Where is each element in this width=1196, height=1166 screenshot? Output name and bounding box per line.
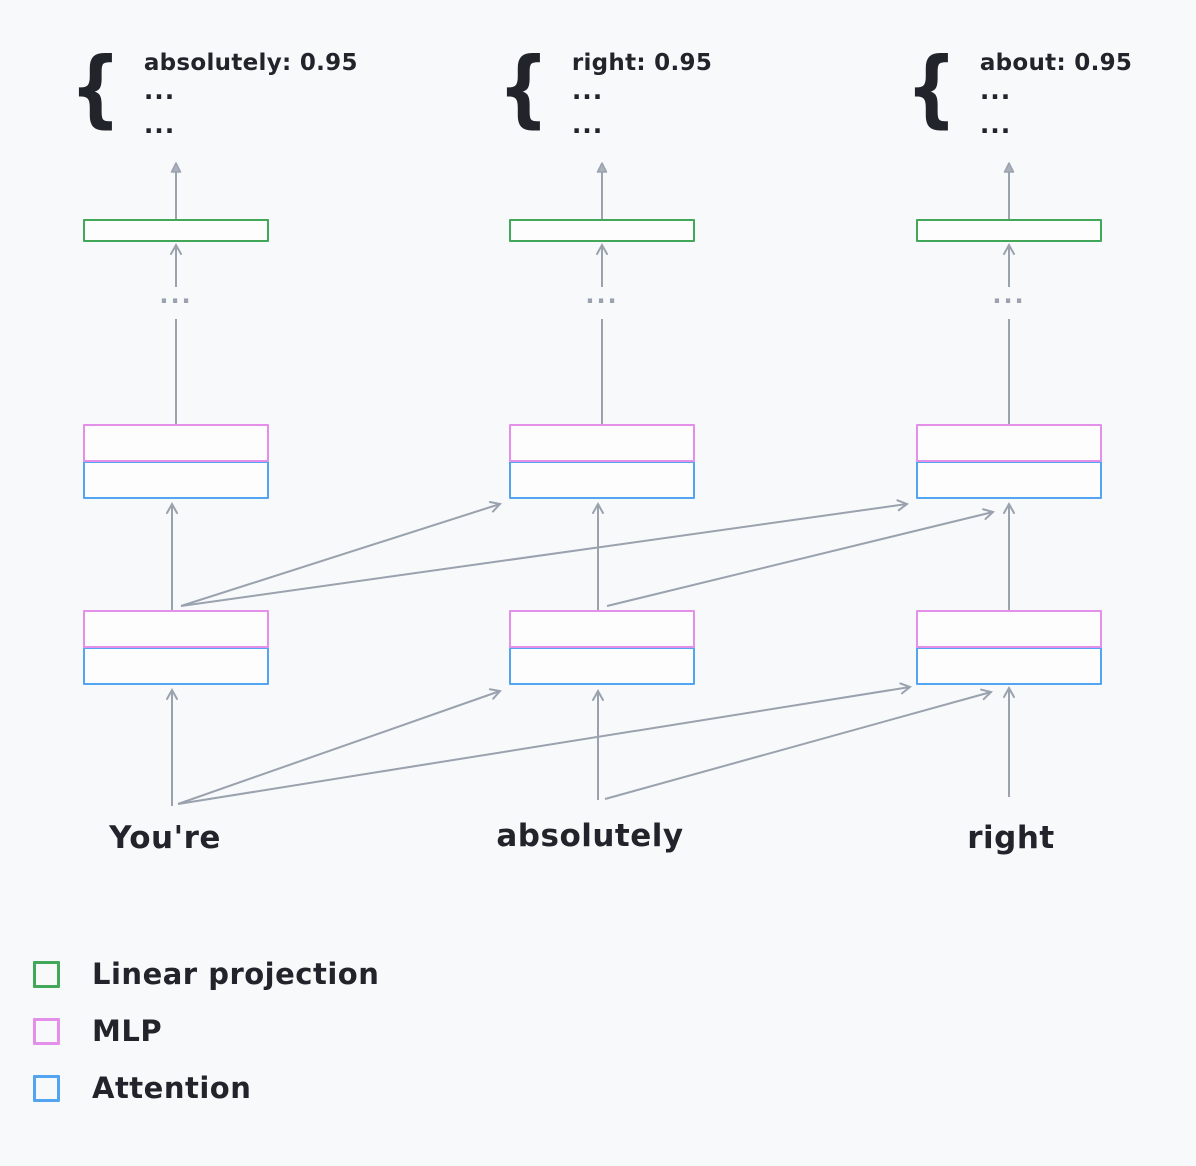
brace-icon: {: [498, 39, 549, 137]
prediction-ellipsis-row: ...: [979, 76, 1012, 105]
prediction-distribution-col2: { right: 0.95 ... ...: [498, 39, 712, 138]
prediction-ellipsis-row: ...: [571, 110, 604, 139]
arrow-tok1-to-l1c2: [177, 688, 502, 805]
prediction-top-token-col3: about: 0.95: [979, 50, 1133, 76]
legend-label: Linear projection: [92, 957, 380, 991]
legend-item-mlp: MLP: [33, 1014, 379, 1048]
arrow-tok1-to-l1c3: [177, 682, 913, 805]
arrow-l1c2-to-l2c3: [606, 508, 996, 607]
prediction-ellipsis-row: ...: [143, 76, 176, 105]
attention-box-layer1-col1: [83, 647, 269, 685]
mlp-box-layer2-col3: [916, 424, 1102, 462]
hidden-layers-ellipsis-col2: ...: [585, 281, 619, 309]
brace-icon: {: [906, 39, 957, 137]
hidden-layers-ellipsis-col3: ...: [992, 281, 1026, 309]
linear-projection-box-col1: [83, 219, 269, 242]
attention-swatch-icon: [33, 1074, 60, 1102]
attention-box-layer2-col3: [916, 461, 1102, 499]
legend-label: MLP: [92, 1014, 163, 1048]
legend-item-attention: Attention: [33, 1071, 379, 1105]
mlp-swatch-icon: [33, 1017, 60, 1045]
arrow-l1c1-to-l2c2: [180, 500, 502, 607]
linear-projection-box-col3: [916, 219, 1102, 242]
mlp-box-layer2-col2: [509, 424, 695, 462]
prediction-ellipsis-row: ...: [143, 110, 176, 139]
prediction-rows-col3: about: 0.95 ... ...: [980, 48, 1132, 138]
prediction-ellipsis-row: ...: [571, 76, 604, 105]
prediction-top-token-col1: absolutely: 0.95: [143, 50, 358, 76]
prediction-rows-col1: absolutely: 0.95 ... ...: [144, 48, 358, 138]
legend-item-linear-projection: Linear projection: [33, 957, 380, 991]
legend-label: Attention: [92, 1071, 252, 1105]
arrow-tok2-to-l1c3: [604, 688, 993, 800]
arrow-l1c1-to-l2c3: [180, 499, 910, 607]
linear-projection-swatch-icon: [33, 960, 60, 988]
attention-box-layer2-col2: [509, 461, 695, 499]
attention-box-layer1-col2: [509, 647, 695, 685]
input-token-col1: You're: [109, 820, 221, 856]
mlp-box-layer1-col2: [509, 610, 695, 648]
legend: Linear projection MLP Attention: [33, 957, 380, 1130]
attention-box-layer2-col1: [83, 461, 269, 499]
prediction-ellipsis-row: ...: [979, 110, 1012, 139]
brace-icon: {: [70, 39, 121, 137]
mlp-box-layer1-col1: [83, 610, 269, 648]
prediction-top-token-col2: right: 0.95: [571, 50, 713, 76]
attention-box-layer1-col3: [916, 647, 1102, 685]
mlp-box-layer1-col3: [916, 610, 1102, 648]
prediction-rows-col2: right: 0.95 ... ...: [572, 48, 712, 138]
hidden-layers-ellipsis-col1: ...: [159, 281, 193, 309]
input-token-col2: absolutely: [496, 818, 684, 854]
input-token-col3: right: [967, 820, 1055, 856]
linear-projection-box-col2: [509, 219, 695, 242]
prediction-distribution-col3: { about: 0.95 ... ...: [906, 39, 1132, 138]
prediction-distribution-col1: { absolutely: 0.95 ... ...: [70, 39, 358, 138]
mlp-box-layer2-col1: [83, 424, 269, 462]
